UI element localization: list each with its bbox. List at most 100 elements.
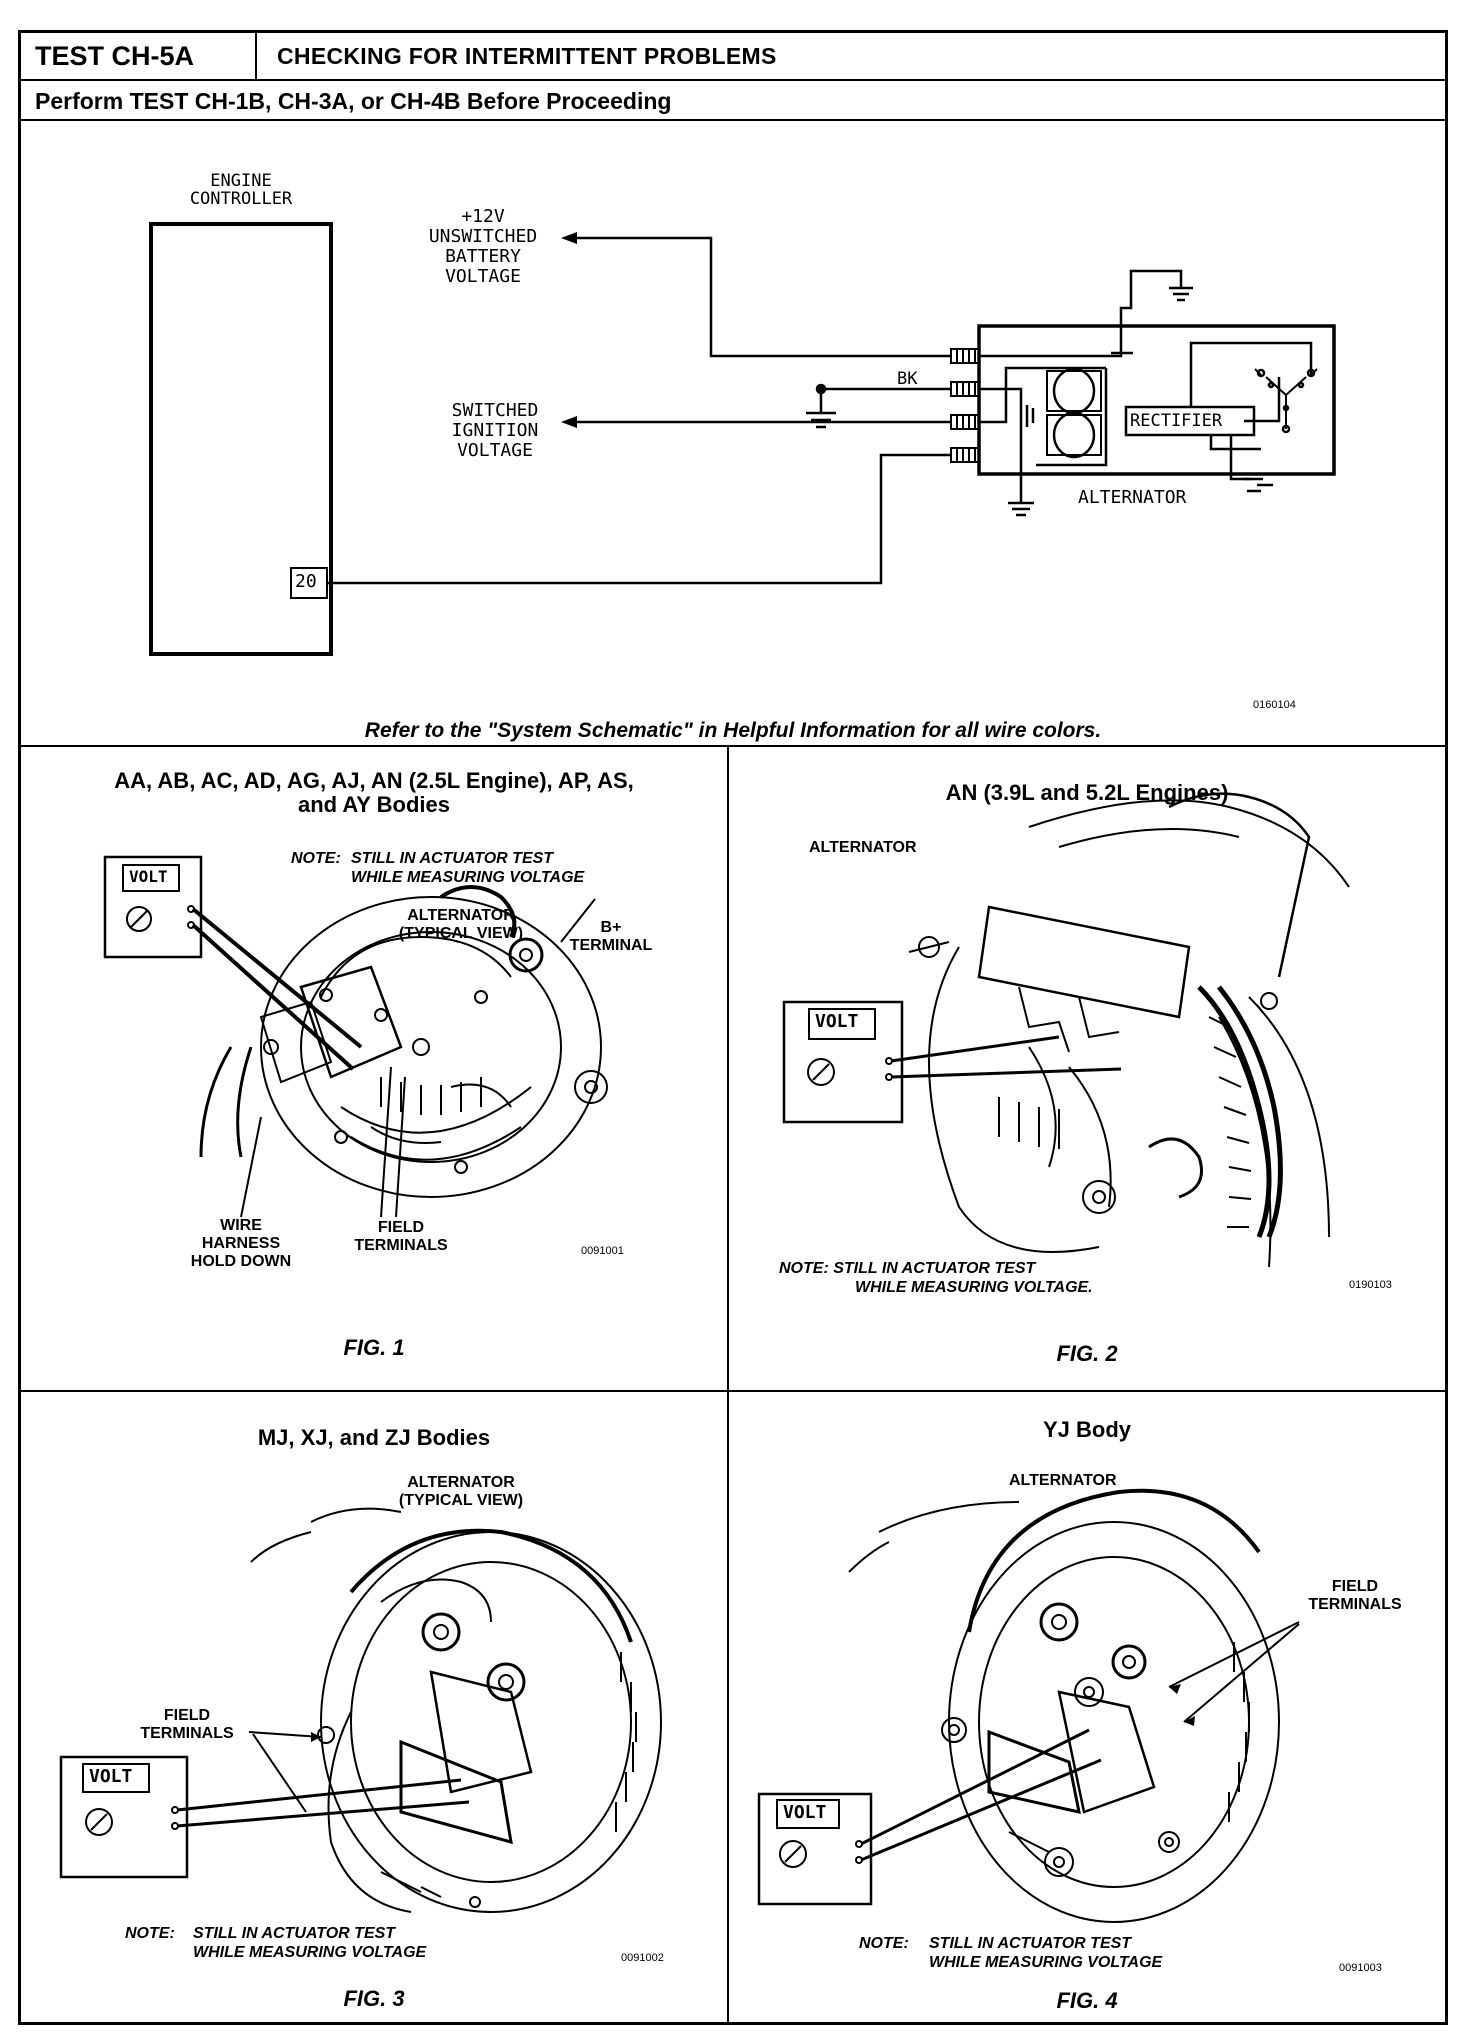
panel-fig1: AA, AB, AC, AD, AG, AJ, AN (2.5L Engine)… — [21, 747, 727, 1390]
fig3-alternator-line1: ALTERNATOR — [407, 1474, 515, 1491]
fig1-note-line2: WHILE MEASURING VOLTAGE — [351, 869, 585, 886]
ignition-line1: SWITCHED — [451, 400, 539, 421]
fig3-note-prefix: NOTE: — [125, 1925, 175, 1942]
page-header: TEST CH-5A CHECKING FOR INTERMITTENT PRO… — [21, 33, 1445, 81]
panel-divider-vertical — [727, 745, 729, 2025]
fig2-meter-label: VOLT — [815, 1011, 859, 1032]
fig1-field-line1: FIELD — [377, 1219, 425, 1236]
fig1-alternator-label: ALTERNATOR(TYPICAL VIEW) — [381, 907, 541, 943]
pin-number: 20 — [295, 571, 317, 592]
alternator-box — [977, 324, 1336, 476]
fig3-note-line2: WHILE MEASURING VOLTAGE — [193, 1944, 427, 1961]
fig4-note-line1: STILL IN ACTUATOR TEST — [929, 1935, 1132, 1952]
fig2-caption: FIG. 2 — [1056, 1341, 1118, 1366]
panel-divider-horizontal — [21, 1390, 1445, 1392]
wire-color-bk: BK — [897, 369, 918, 389]
fig2-voltmeter — [782, 1000, 904, 1124]
fig1-note-text: STILL IN ACTUATOR TEST WHILE MEASURING VO… — [351, 849, 584, 887]
fig3-field-line1: FIELD — [163, 1707, 211, 1724]
test-id: TEST CH-5A — [21, 33, 257, 79]
prerequisite-line: Perform TEST CH-1B, CH-3A, or CH-4B Befo… — [21, 81, 1445, 121]
fig1-note-prefix: NOTE: — [291, 850, 341, 867]
fig1-bplus-line1: B+ — [600, 919, 622, 936]
battery-line3: BATTERY — [445, 246, 521, 267]
wire-pin20 — [327, 453, 951, 585]
engine-controller-line2: CONTROLLER — [189, 189, 293, 209]
ignition-line2: IGNITION — [451, 420, 539, 441]
fig4-caption: FIG. 4 — [1056, 1988, 1118, 2013]
fig4-note-prefix: NOTE: — [859, 1935, 909, 1952]
wire-bk — [819, 387, 951, 413]
fig2-illustration — [782, 792, 1350, 1268]
wiring-schematic: ENGINE CONTROLLER 20 +12V UNSWITCHED BAT… — [21, 123, 1445, 747]
fig3-alternator-label: ALTERNATOR(TYPICAL VIEW) — [381, 1474, 541, 1510]
fig3-code: 0091002 — [621, 1952, 664, 1964]
fig2-note-line2: WHILE MEASURING VOLTAGE. — [855, 1279, 1093, 1296]
schematic-drawing — [149, 222, 1336, 656]
ignition-voltage-label: SWITCHED IGNITION VOLTAGE — [435, 401, 555, 461]
fig1-meter-label: VOLT — [129, 867, 168, 886]
fig1-bplus-line2: TERMINAL — [569, 937, 653, 954]
panel-fig4: YJ Body ALTERNATOR — [729, 1392, 1445, 2025]
fig3-caption: FIG. 3 — [343, 1986, 405, 2011]
schematic-figure-code: 0160104 — [1253, 699, 1296, 711]
fig1-harness-line2: HARNESS — [201, 1235, 281, 1252]
schematic-reference-note: Refer to the "System Schematic" in Helpf… — [364, 719, 1102, 742]
fig1-title-line2: and AY Bodies — [297, 792, 450, 817]
battery-voltage-label: +12V UNSWITCHED BATTERY VOLTAGE — [403, 207, 563, 287]
wire-battery — [576, 236, 951, 358]
ignition-line3: VOLTAGE — [457, 440, 533, 461]
fig3-alternator-line2: (TYPICAL VIEW) — [398, 1492, 524, 1509]
fig2-note: NOTE: STILL IN ACTUATOR TEST WHILE MEASUR… — [779, 1259, 1093, 1297]
fig4-field-line2: TERMINALS — [1308, 1596, 1402, 1613]
fig3-note-line1: STILL IN ACTUATOR TEST — [193, 1925, 396, 1942]
fig3-voltmeter — [59, 1755, 189, 1879]
fig3-note: NOTE: — [125, 1924, 175, 1943]
fig2-alternator-label: ALTERNATOR — [809, 839, 917, 856]
fig3-note-text: STILL IN ACTUATOR TEST WHILE MEASURING VO… — [193, 1924, 426, 1962]
fig4-note-text: STILL IN ACTUATOR TEST WHILE MEASURING VO… — [929, 1934, 1162, 1972]
fig4-code: 0091003 — [1339, 1962, 1382, 1974]
fig1-note-line1: STILL IN ACTUATOR TEST — [351, 850, 554, 867]
fig1-harness-line1: WIRE — [220, 1217, 262, 1234]
field-coil-lower — [1046, 414, 1102, 456]
battery-line4: VOLTAGE — [445, 266, 521, 287]
fig1-field-line2: TERMINALS — [354, 1237, 448, 1254]
fig4-title: YJ Body — [1042, 1417, 1132, 1442]
engine-controller-label: ENGINE CONTROLLER — [156, 172, 326, 208]
fig3-meter-label: VOLT — [89, 1766, 133, 1787]
test-page: TEST CH-5A CHECKING FOR INTERMITTENT PRO… — [18, 30, 1448, 2025]
fig1-voltmeter — [103, 855, 203, 959]
fig1-title-line1: AA, AB, AC, AD, AG, AJ, AN (2.5L Engine)… — [114, 768, 634, 793]
fig3-title: MJ, XJ, and ZJ Bodies — [257, 1425, 491, 1450]
engine-controller-line1: ENGINE — [210, 171, 272, 191]
panel-fig2: AN (3.9L and 5.2L Engines) ALTERNATOR VO… — [729, 747, 1445, 1390]
fig1-code: 0091001 — [581, 1245, 624, 1257]
fig4-meter-label: VOLT — [783, 1802, 827, 1823]
fig4-illustration — [757, 1488, 1300, 1923]
alternator-label: ALTERNATOR — [1078, 487, 1187, 508]
fig1-caption: FIG. 1 — [343, 1335, 405, 1360]
fig4-note-line2: WHILE MEASURING VOLTAGE — [929, 1954, 1163, 1971]
fig1-note: NOTE: — [291, 849, 341, 868]
fig1-title: AA, AB, AC, AD, AG, AJ, AN (2.5L Engine)… — [21, 769, 727, 817]
panel-fig3: MJ, XJ, and ZJ Bodies ALTERNATOR(TYPICAL… — [21, 1392, 727, 2025]
fig2-note-line1: NOTE: STILL IN ACTUATOR TEST — [779, 1260, 1036, 1277]
engine-controller-box — [149, 222, 333, 656]
fig1-illustration — [103, 855, 608, 1218]
battery-line1: +12V — [461, 206, 505, 227]
fig4-voltmeter — [757, 1792, 873, 1906]
fig3-field-line2: TERMINALS — [140, 1725, 234, 1742]
fig4-field-line1: FIELD — [1331, 1578, 1379, 1595]
fig1-harness-line3: HOLD DOWN — [190, 1253, 292, 1270]
field-coil-upper — [1046, 370, 1102, 412]
fig3-illustration — [59, 1507, 662, 1913]
fig1-bplus-label: B+TERMINAL — [561, 919, 661, 955]
battery-line2: UNSWITCHED — [428, 226, 538, 247]
test-title: CHECKING FOR INTERMITTENT PROBLEMS — [277, 43, 777, 69]
fig4-alternator-label: ALTERNATOR — [1009, 1472, 1117, 1489]
